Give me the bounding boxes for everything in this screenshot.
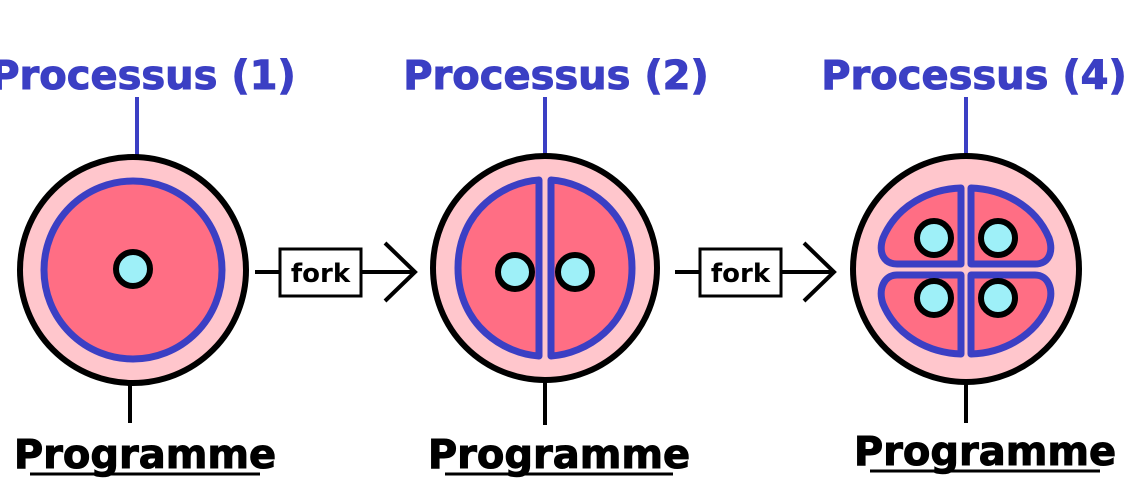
thread-dot-3-3	[914, 278, 954, 318]
fork-arrowhead-2	[802, 241, 837, 303]
fork-transition-1: fork	[255, 241, 418, 303]
program-label-3: Programme	[854, 429, 1116, 475]
program-label-2: Programme	[428, 432, 690, 478]
fork-arrowhead-1	[383, 241, 418, 303]
thread-dot-2-1	[495, 252, 535, 292]
stage-2: Processus (2) Programme	[403, 53, 710, 479]
stage-3: Processus (4) Programme	[821, 53, 1128, 476]
thread-dot-3-2	[978, 218, 1018, 258]
stage-1: Processus (1) Programme	[0, 53, 296, 479]
thread-dot-1-1	[113, 249, 153, 289]
thread-dot-2-2	[555, 252, 595, 292]
process-label-2: Processus (2)	[403, 53, 709, 99]
thread-dot-3-4	[978, 278, 1018, 318]
fork-box-2	[698, 247, 783, 298]
fork-label-1: fork	[291, 259, 351, 289]
program-label-1: Programme	[14, 432, 276, 478]
fork-transition-2: fork	[675, 241, 837, 303]
process-label-3: Processus (4)	[821, 53, 1127, 99]
process-label-1: Processus (1)	[0, 53, 296, 99]
program-circle-3	[850, 153, 1082, 385]
thread-dot-3-1	[914, 218, 954, 258]
fork-label-2: fork	[711, 259, 771, 289]
